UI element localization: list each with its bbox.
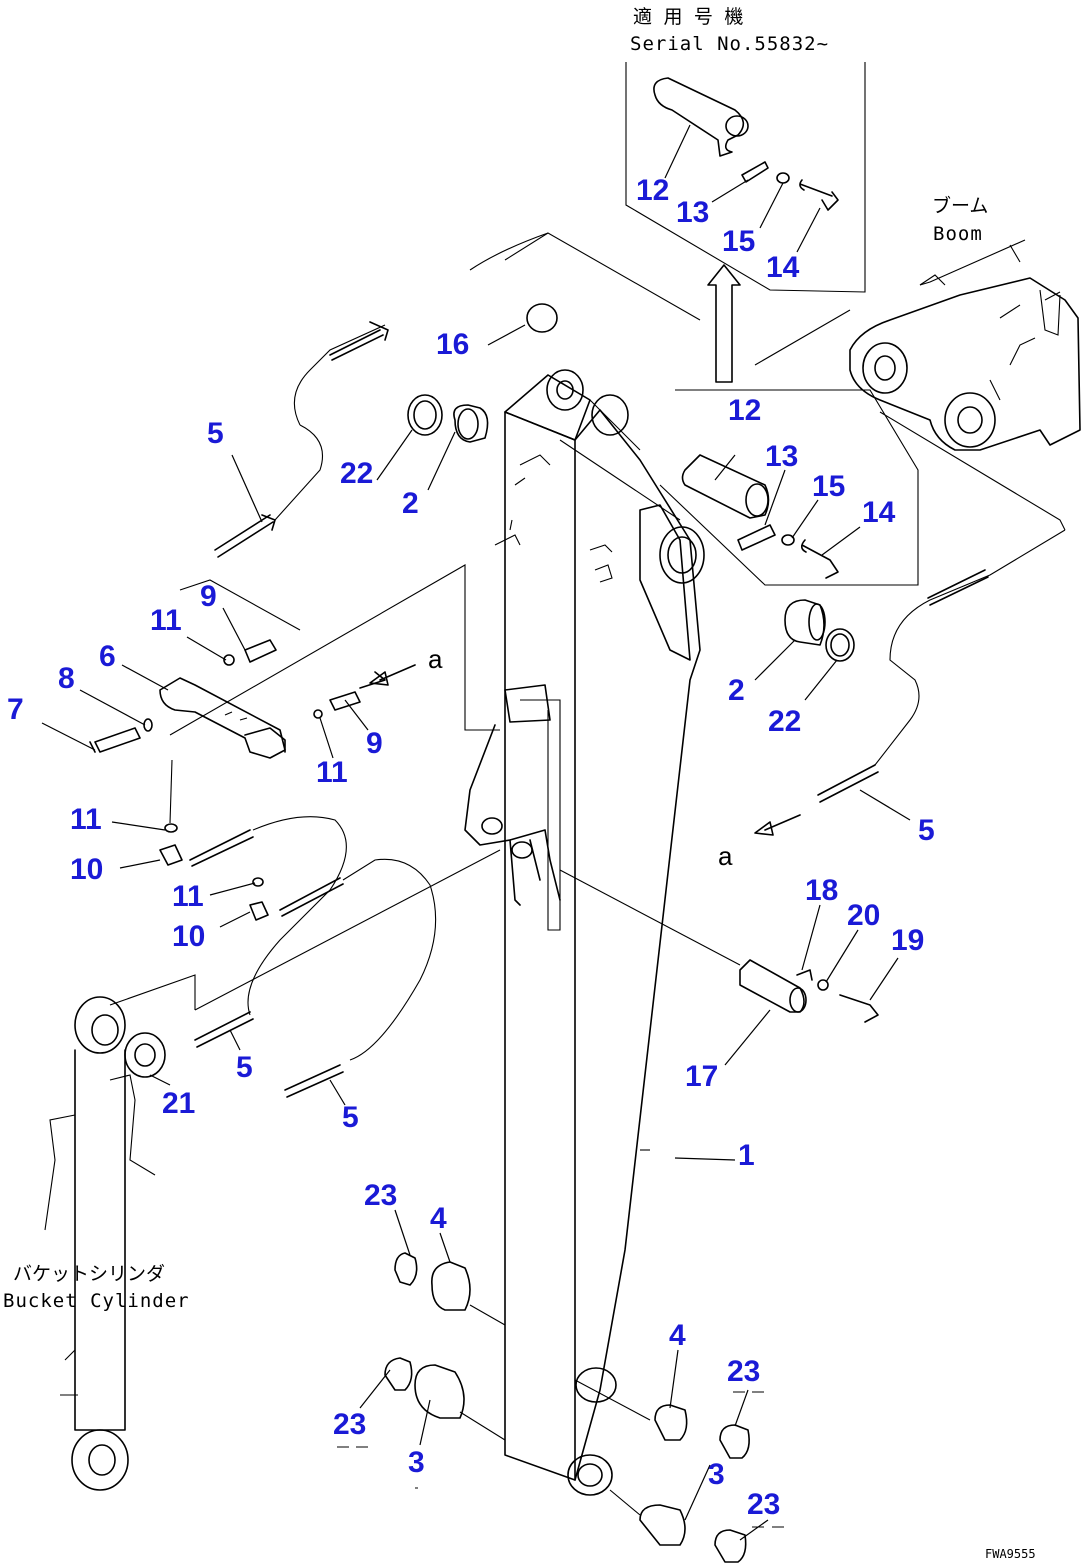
inset-plate-13 — [741, 161, 769, 183]
view-a-markers: a a — [369, 644, 801, 871]
leader-lines — [41, 324, 911, 1541]
callout-16: 16 — [436, 328, 469, 361]
callout-2-right: 2 — [728, 674, 745, 707]
callout-5-lower-a: 5 — [236, 1051, 253, 1084]
bucket-cylinder-note-en: Bucket Cylinder — [3, 1290, 190, 1312]
callout-23-a: 23 — [364, 1179, 397, 1212]
callout-19: 19 — [891, 924, 924, 957]
serial-note-en: Serial No.55832~ — [630, 33, 829, 55]
inset-bolt-14 — [799, 179, 839, 211]
callout-numbers: 12 13 15 14 16 12 13 15 14 5 22 2 9 11 6… — [7, 174, 935, 1521]
callout-3-right: 3 — [708, 1458, 725, 1491]
callout-5-upper: 5 — [207, 417, 224, 450]
callout-2-upper: 2 — [402, 487, 419, 520]
hoses-lower — [159, 816, 437, 1098]
callout-20: 20 — [847, 899, 880, 932]
lower-bushings — [384, 1252, 750, 1563]
drawing-code: FWA9555 — [985, 1547, 1036, 1561]
callout-22-upper: 22 — [340, 457, 373, 490]
boom-reference: ブーム Boom — [849, 194, 1081, 451]
callout-14: 14 — [862, 496, 896, 529]
callout-12-inset: 12 — [636, 174, 669, 207]
serial-inset: 適 用 号 機 Serial No.55832~ — [625, 6, 866, 383]
bucket-cylinder-note-jp: バケットシリンダ — [13, 1263, 165, 1285]
callout-15: 15 — [812, 470, 845, 503]
inset-arrow — [707, 264, 741, 383]
right-bushings — [784, 599, 855, 662]
arm-assembly-1 — [464, 369, 705, 1496]
inset-washer-15 — [776, 172, 790, 184]
hose-upper — [214, 321, 389, 558]
callout-5-right: 5 — [918, 814, 935, 847]
callout-9-upper: 9 — [200, 580, 217, 613]
inset-pin-12 — [653, 77, 749, 157]
callout-4-left: 4 — [430, 1202, 447, 1235]
serial-note-jp: 適 用 号 機 — [633, 6, 743, 28]
callout-10-b: 10 — [172, 920, 205, 953]
boom-note-jp: ブーム — [932, 194, 988, 217]
callout-4-right: 4 — [669, 1319, 686, 1352]
callout-3-left: 3 — [408, 1446, 425, 1479]
bucket-cylinder: バケットシリンダ Bucket Cylinder — [3, 996, 190, 1491]
callout-11-b: 11 — [316, 756, 348, 789]
callout-23-c: 23 — [333, 1408, 366, 1441]
callout-5-lower-b: 5 — [342, 1101, 359, 1134]
callout-23-b: 23 — [727, 1355, 760, 1388]
callout-14-inset: 14 — [766, 251, 800, 284]
boom-note-en: Boom — [933, 223, 983, 245]
callout-9-lower: 9 — [366, 727, 383, 760]
pin-assembly-main — [681, 454, 839, 579]
upper-bushings — [407, 303, 558, 443]
view-ref-a-upper: a — [428, 644, 443, 674]
callout-6: 6 — [99, 640, 116, 673]
callout-10-a: 10 — [70, 853, 103, 886]
bracket-assembly — [89, 639, 386, 833]
callout-12: 12 — [728, 394, 761, 427]
callout-15-inset: 15 — [722, 225, 755, 258]
callout-23-d: 23 — [747, 1488, 780, 1521]
callout-11-d: 11 — [172, 880, 204, 913]
callout-13-inset: 13 — [676, 196, 709, 229]
callout-22-right: 22 — [768, 705, 801, 738]
pin-17-assembly — [559, 869, 879, 1023]
callout-21: 21 — [162, 1087, 195, 1120]
callout-7: 7 — [7, 693, 24, 726]
callout-17: 17 — [685, 1060, 718, 1093]
callout-11-a: 11 — [150, 604, 182, 637]
hose-right — [817, 529, 1066, 803]
assembly-frames — [109, 232, 1066, 1011]
callout-18: 18 — [805, 874, 838, 907]
callout-1: 1 — [738, 1139, 755, 1172]
view-ref-a-lower: a — [718, 841, 733, 871]
callout-8: 8 — [58, 662, 75, 695]
callout-11-c: 11 — [70, 803, 102, 836]
callout-13: 13 — [765, 440, 798, 473]
